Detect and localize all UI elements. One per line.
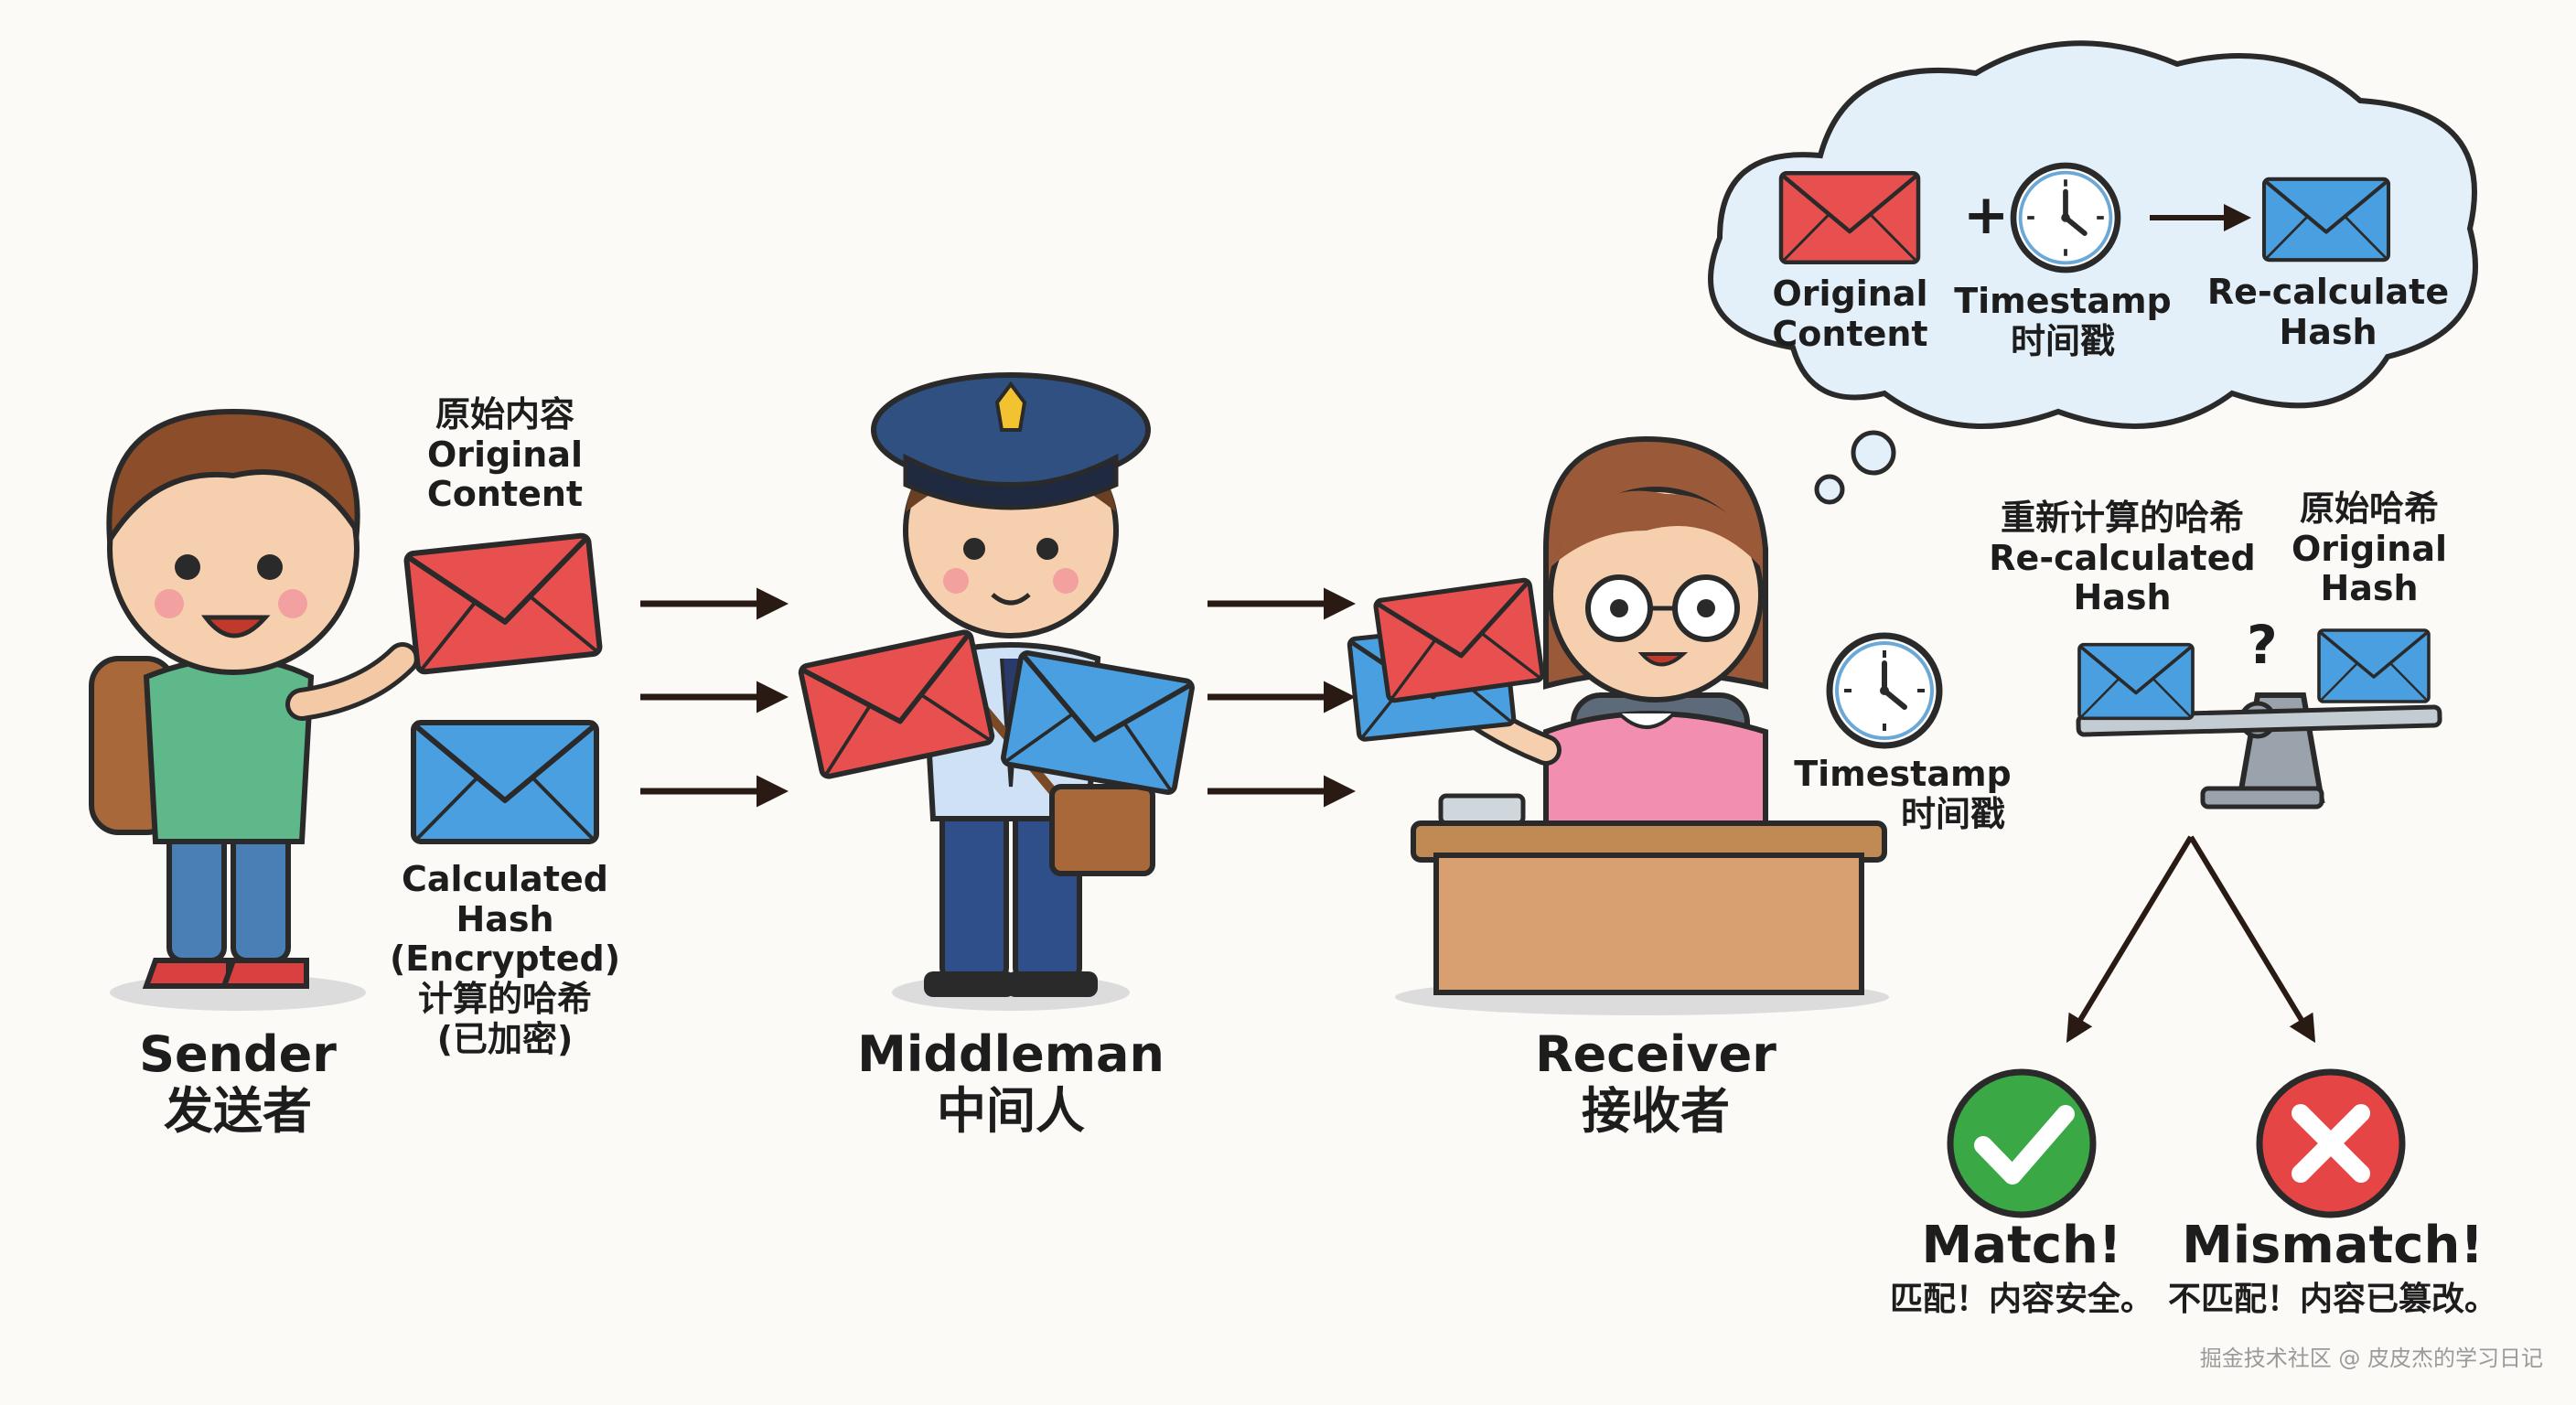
- compare-recalc-label: 重新计算的哈希 Re-calculated Hash: [1980, 498, 2264, 618]
- mismatch-icon: [2256, 1068, 2406, 1218]
- result-branch-arrows: [2066, 835, 2316, 1044]
- middleman-title-zh: 中间人: [937, 1082, 1085, 1141]
- sender-hash-envelope: [413, 723, 596, 842]
- middleman-title: Middleman 中间人: [846, 1025, 1175, 1141]
- sender-hash-label-en-1: Calculated: [402, 859, 608, 899]
- receiver-title-en: Receiver: [1535, 1025, 1776, 1083]
- thought-recalc-en-2: Hash: [2279, 311, 2377, 352]
- sender-content-label-en-2: Content: [426, 474, 584, 515]
- sender-hash-label-zh-1: 计算的哈希: [417, 979, 592, 1020]
- sender-content-label-zh: 原始内容: [435, 394, 574, 434]
- compare-orig-en-2: Hash: [2320, 568, 2419, 609]
- mismatch-title: Mismatch!: [2182, 1216, 2484, 1275]
- receiver-clock-icon: [1830, 636, 1939, 745]
- arrows-middleman-to-receiver: [1208, 587, 1356, 808]
- thought-recalc-label: Re-calculate Hash: [2205, 272, 2452, 352]
- thought-content-label-en-2: Content: [1772, 313, 1928, 354]
- sender-content-label: 原始内容 Original Content: [395, 394, 615, 515]
- recalculated-hash-envelope: [2077, 642, 2195, 721]
- match-subtitle: 匹配！内容安全。: [1889, 1281, 2153, 1319]
- compare-recalc-en-1: Re-calculated: [1989, 537, 2256, 578]
- mismatch-subtitle: 不匹配！内容已篡改。: [2167, 1281, 2497, 1319]
- receiver-timestamp-zh: 时间戳: [1900, 793, 2005, 834]
- sender-title-zh: 发送者: [164, 1082, 312, 1141]
- sender-hash-label-en-3: (Encrypted): [389, 938, 621, 980]
- sender-hash-label-en-2: Hash: [456, 898, 554, 939]
- middleman-title-en: Middleman: [857, 1025, 1165, 1083]
- middleman-figure: [871, 372, 1155, 1011]
- thought-content-envelope: [1781, 173, 1918, 263]
- compare-recalc-en-2: Hash: [2073, 577, 2172, 618]
- compare-orig-label: 原始哈希 Original Hash: [2278, 488, 2461, 609]
- thought-hash-envelope: [2264, 179, 2388, 260]
- compare-orig-zh: 原始哈希: [2299, 488, 2439, 529]
- sender-title: Sender 发送者: [110, 1025, 366, 1141]
- sender-figure: [89, 408, 419, 1011]
- receiver-figure: [1395, 435, 1889, 1015]
- receiver-content-envelope: [1375, 579, 1543, 701]
- compare-orig-en-1: Original: [2291, 528, 2448, 569]
- mismatch-result: Mismatch! 不匹配！内容已篡改。: [2163, 1216, 2502, 1319]
- thought-clock-icon: [2013, 166, 2118, 270]
- thought-recalc-en-1: Re-calculate: [2206, 272, 2450, 312]
- comparison-scale: [2076, 692, 2442, 810]
- sender-title-en: Sender: [139, 1025, 337, 1083]
- receiver-timestamp-en: Timestamp: [1794, 754, 2012, 794]
- watermark: 掘金技术社区 @ 皮皮杰的学习日记: [2199, 1346, 2543, 1371]
- receiver-timestamp-label: Timestamp 时间戳: [1793, 754, 2012, 834]
- sender-content-label-en-1: Original: [426, 434, 584, 475]
- thought-timestamp-label: Timestamp 时间戳: [1948, 281, 2177, 361]
- compare-question-mark: ?: [2247, 614, 2278, 676]
- thought-timestamp-en: Timestamp: [1954, 281, 2172, 321]
- original-hash-envelope: [2317, 628, 2431, 703]
- thought-plus: +: [1963, 183, 2009, 247]
- compare-recalc-zh: 重新计算的哈希: [2000, 498, 2244, 538]
- thought-timestamp-zh: 时间戳: [2010, 320, 2115, 361]
- match-result: Match! 匹配！内容安全。: [1884, 1216, 2159, 1319]
- arrows-sender-to-middleman: [640, 587, 789, 808]
- sender-hash-label: Calculated Hash (Encrypted) 计算的哈希 (已加密): [386, 859, 624, 1059]
- match-icon: [1947, 1068, 2097, 1218]
- thought-content-label-en-1: Original: [1772, 273, 1928, 314]
- sender-hash-label-zh-2: (已加密): [436, 1018, 574, 1059]
- receiver-title: Receiver 接收者: [1500, 1025, 1811, 1141]
- sender-content-envelope: [406, 535, 600, 672]
- match-title: Match!: [1921, 1216, 2122, 1275]
- receiver-title-zh: 接收者: [1582, 1082, 1730, 1141]
- thought-content-label: Original Content: [1752, 273, 1948, 354]
